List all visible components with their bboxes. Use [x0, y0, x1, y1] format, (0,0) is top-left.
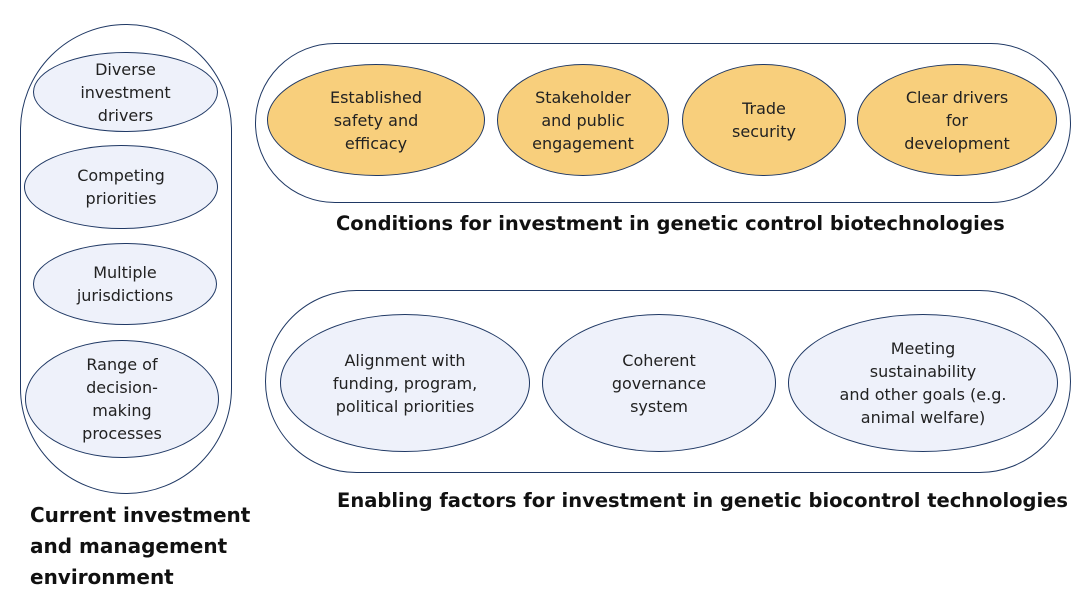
funding-alignment-node: Alignment with funding, program, politic… [280, 314, 530, 452]
sustainability-goals-node: Meeting sustainability and other goals (… [788, 314, 1058, 452]
conditions-caption: Conditions for investment in genetic con… [336, 212, 1005, 235]
multiple-jurisdictions-node: Multiple jurisdictions [33, 243, 217, 325]
diverse-investment-drivers-node: Diverse investment drivers [33, 52, 218, 132]
governance-system-node: Coherent governance system [542, 314, 776, 452]
clear-drivers-node: Clear drivers for development [857, 64, 1057, 176]
trade-security-node: Trade security [682, 64, 846, 176]
decision-making-processes-node: Range of decision- making processes [25, 340, 219, 458]
stakeholder-engagement-node: Stakeholder and public engagement [497, 64, 669, 176]
safety-efficacy-node: Established safety and efficacy [267, 64, 485, 176]
current-environment-caption: Current investment and management enviro… [30, 503, 251, 589]
enabling-factors-caption: Enabling factors for investment in genet… [337, 489, 1069, 512]
competing-priorities-node: Competing priorities [24, 145, 218, 229]
